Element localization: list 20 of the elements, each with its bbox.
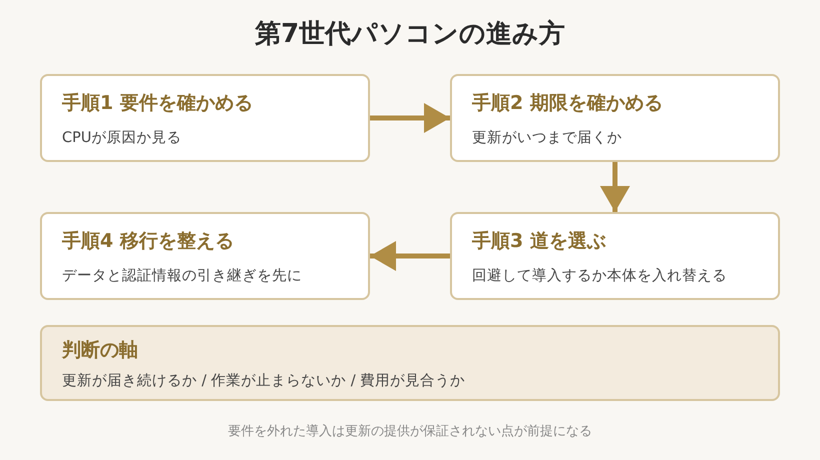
step-box — [40, 212, 370, 300]
step-description: 回避して導入するか本体を入れ替える — [472, 266, 727, 285]
step-heading: 手順2 期限を確かめる — [472, 91, 663, 116]
step-box — [40, 74, 370, 162]
step-heading: 手順1 要件を確かめる — [62, 91, 253, 116]
step-description: 更新がいつまで届くか — [472, 128, 622, 147]
arrow — [600, 162, 630, 212]
summary-panel — [40, 325, 780, 401]
step-description: CPUが原因か見る — [62, 129, 182, 147]
step-heading: 手順4 移行を整える — [62, 229, 234, 254]
footnote: 要件を外れた導入は更新の提供が保証されない点が前提になる — [228, 424, 592, 439]
step-description: データと認証情報の引き継ぎを先に — [62, 267, 302, 285]
arrow — [370, 241, 450, 271]
step-description: 更新が届き続けるか / 作業が止まらないか / 費用が見合うか — [62, 372, 466, 390]
step-box — [450, 212, 780, 300]
arrow — [370, 103, 450, 133]
step-heading: 判断の軸 — [62, 338, 138, 363]
step-box — [450, 74, 780, 162]
step-heading: 手順3 道を選ぶ — [472, 229, 606, 254]
diagram-title: 第7世代パソコンの進み方 — [254, 19, 566, 49]
